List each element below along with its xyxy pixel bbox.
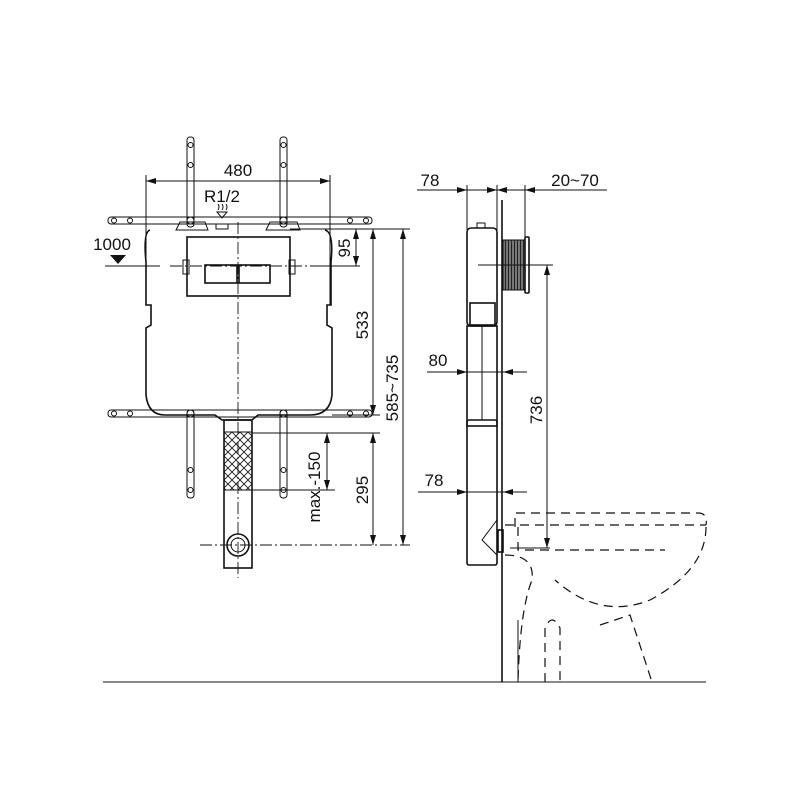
flush-button-left: [204, 264, 238, 284]
top-offset-dim-label: 95: [335, 239, 354, 258]
front-view: 480 R1/2 1000 95 533 585~735 max.-150 29…: [93, 136, 410, 578]
tank-height-dim-label: 533: [353, 311, 372, 339]
outlet-height-dim-label: 295: [353, 476, 372, 504]
level-marker-icon: [110, 255, 126, 264]
pipe-hatched-section: [223, 431, 253, 491]
side-tank: [466, 227, 498, 327]
water-inlet-label: R1/2: [204, 187, 240, 206]
side-view: 78 20~70 80 78 736: [417, 171, 707, 683]
toilet-outline: [504, 512, 707, 683]
flush-plate-frame: [186, 236, 291, 297]
frame-depth-dim-label: 78: [421, 171, 440, 190]
water-inlet-icon: [215, 203, 229, 219]
flush-button-right: [238, 264, 271, 284]
wall-thickness-dim-label: 20~70: [551, 171, 599, 190]
pipe-depth-dim-label: 78: [425, 471, 444, 490]
adjust-dim-label: max.-150: [305, 452, 324, 523]
width-dim-label: 480: [224, 161, 252, 180]
button-height-dim-label: 736: [527, 396, 546, 424]
mounting-rails: [107, 136, 373, 499]
height-ref-label: 1000: [93, 235, 131, 254]
cistern-outline: [144, 229, 333, 421]
total-height-dim-label: 585~735: [383, 355, 402, 422]
tank-depth-dim-label: 80: [429, 351, 448, 370]
